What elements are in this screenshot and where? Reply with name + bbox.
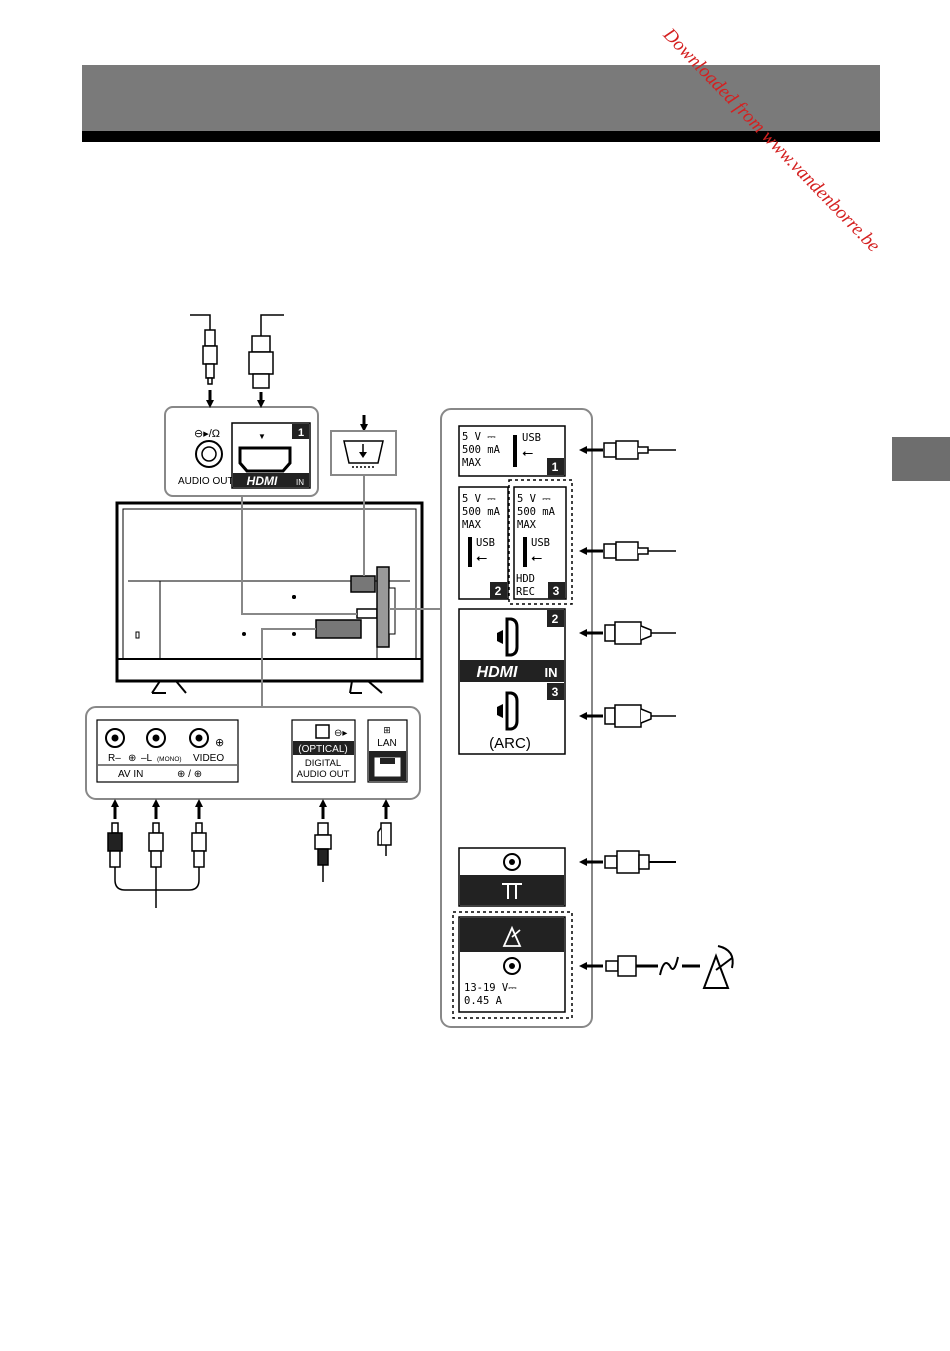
satellite-spec-voltage: 13-19 V⎓ [464, 982, 517, 994]
usb3-trident-icon: ⭠ [531, 549, 542, 565]
lan-label: LAN [377, 738, 396, 749]
usb1-number: 1 [552, 460, 559, 474]
top-connector-panel: ⊖▸/Ω AUDIO OUT 1 ▼ HDMI IN [165, 407, 318, 496]
digital-audio-out-label: AUDIO OUT [297, 769, 350, 780]
hdmi-marker-icon: ▼ [258, 432, 266, 441]
av-input-icon: ⊕ [128, 753, 136, 764]
side-connector-panel: 5 V ⎓ 500 mA MAX USB ⭠ 1 5 V ⎓ 500 mA MA… [441, 409, 592, 1027]
usb-plug-icon-2 [583, 542, 676, 560]
hdmi-side-in-label: IN [545, 665, 558, 680]
hdmi1-number: 1 [298, 427, 304, 439]
av-mono-label: (MONO) [157, 756, 182, 763]
av-r-label: R– [108, 753, 121, 764]
input-symbol-icon: ⊕ [215, 737, 224, 749]
hdmi2-number: 2 [552, 612, 559, 626]
hdmi-arc-label: (ARC) [489, 735, 531, 752]
av-in-label: AV IN [118, 769, 143, 780]
hdmi-cable-icon-2 [583, 705, 676, 727]
optical-label: (OPTICAL) [298, 744, 347, 755]
headphone-plug-icon [190, 315, 217, 404]
satellite-cable-icon [583, 956, 700, 976]
headphone-symbol: ⊖▸/Ω [194, 428, 220, 440]
rf-cable-icon [583, 851, 676, 873]
network-icon: ⊞ [383, 725, 391, 735]
hdmi-in-label: IN [296, 478, 304, 487]
hdmi3-number: 3 [552, 685, 559, 699]
digital-label: DIGITAL [305, 758, 341, 769]
hdmi-side-logo: HDMI [477, 664, 518, 681]
hdmi-plug-icon [249, 315, 284, 404]
av-l-label: –L [141, 753, 153, 764]
usb2-trident-icon: ⭠ [476, 549, 487, 565]
stand-connector [331, 415, 396, 475]
hdmi-cable-icon [583, 622, 676, 644]
satellite-dish-external-icon [704, 946, 733, 988]
lan-port [380, 758, 395, 764]
hdmi3-port [507, 693, 517, 729]
optical-port [316, 725, 329, 738]
usb2-label: USB [476, 537, 495, 549]
av-cables [108, 803, 391, 908]
usb-plug-icon [583, 441, 676, 459]
hdmi2-port [507, 619, 517, 655]
av-in-out-icon: ⊕ / ⊕ [177, 769, 202, 780]
usb1-label: USB [522, 432, 541, 444]
usb3-label: USB [531, 537, 550, 549]
av-connector-panel: ⊕ R– ⊕ –L (MONO) VIDEO AV IN ⊕ / ⊕ ⊖▸ (O… [86, 707, 420, 799]
usb3-number: 3 [553, 584, 560, 598]
usb1-trident-icon: ⭠ [522, 444, 533, 460]
tv-rear-view [117, 503, 422, 693]
av-video-label: VIDEO [193, 753, 224, 764]
satellite-spec-current: 0.45 A [464, 995, 503, 1007]
usb2-number: 2 [495, 584, 502, 598]
optical-out-icon: ⊖▸ [334, 728, 347, 739]
audio-out-label: AUDIO OUT [178, 476, 234, 487]
hdmi-logo: HDMI [247, 474, 278, 488]
leader-lines [242, 462, 441, 707]
hdmi1-port [240, 448, 290, 471]
